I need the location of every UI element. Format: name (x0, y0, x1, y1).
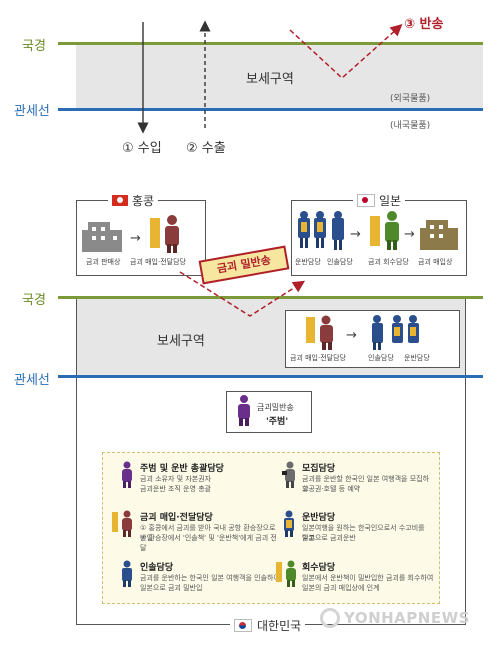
customs-label-mid: 관세선 (14, 373, 50, 388)
mastermind-person-icon (238, 395, 250, 426)
hongkong-buyer-label: 금괴 매입·전달담당 (130, 258, 186, 266)
arrow-icon: → (350, 227, 361, 242)
recruiter-person-icon (282, 461, 295, 488)
customs-line-mid (58, 375, 483, 378)
legend-desc-line: ① 홍콩에서 금괴를 받아 국내 공항 환승장으로 반입 (140, 524, 276, 542)
carrier-group-icon (298, 211, 326, 248)
japan-flag-icon (357, 193, 375, 207)
japan-carriers-label: 운반담당 (295, 258, 321, 266)
legend-title: 인솔담당 (140, 563, 174, 573)
import-label: ① 수입 (122, 141, 162, 156)
leader-person-icon (332, 211, 344, 250)
japan-tag: 일본 (353, 191, 406, 209)
zone-label-mid: 보세구역 (157, 334, 205, 349)
hongkong-seller-label: 금괴 판매상 (86, 258, 121, 266)
transit-carrier-label: 운반담당 (404, 354, 430, 362)
watermark: YONHAPNEWS (320, 608, 470, 628)
legend-title: 회수담당 (302, 563, 336, 573)
japan-name: 일본 (379, 193, 402, 208)
mastermind-person-icon (122, 461, 132, 488)
arrow-icon: → (346, 328, 357, 343)
customs-line-top (58, 108, 483, 111)
legend-desc-line: 일본에서 운반책이 밀반입한 금괴를 회수하여 (302, 574, 434, 582)
leader-person-icon (122, 560, 132, 587)
smuggling-route-arrow (179, 271, 306, 317)
korea-name: 대한민국 (257, 618, 302, 633)
japan-collector-label: 금괴 회수담당 (368, 258, 409, 266)
top-flow-arrows (137, 20, 403, 134)
domestic-goods-label: (내국물품) (390, 121, 431, 131)
transit-label: ③ 반송 (404, 17, 444, 32)
legend-desc-line: 항공권·호텔 등 예약 (302, 485, 361, 493)
legend-title: 모집담당 (302, 464, 336, 474)
legend-desc-line: 일본으로 금괴 밀반입 (140, 584, 203, 592)
legend-title: 금괴 매입·전달담당 (140, 513, 213, 523)
gold-bar-icon (306, 317, 315, 343)
transit-leader-label: 인솔담당 (368, 354, 394, 362)
bonded-zone-top (76, 43, 483, 110)
gold-bar-icon (150, 218, 160, 248)
foreign-goods-label: (외국물품) (390, 94, 431, 104)
legend-desc-line: 금괴운반 조직 운영 총괄 (140, 485, 212, 493)
japan-buyer-label: 금괴 매입상 (418, 258, 453, 266)
collector-person-icon (385, 211, 399, 250)
hongkong-name: 홍콩 (132, 193, 155, 208)
border-line-mid (58, 296, 483, 299)
legend-desc-line: ② 환승장에서 '인솔책' 및 '운반책'에게 금괴 전달 (140, 534, 277, 552)
leader-person-icon (372, 315, 383, 350)
border-label-mid: 국경 (22, 293, 46, 308)
courier-person-icon (165, 215, 179, 253)
legend-desc-line: 금괴 소유자 및 자본권자 (140, 475, 212, 483)
collector-person-icon (276, 560, 296, 587)
export-label: ② 수출 (186, 141, 226, 156)
transit-arrow (289, 24, 403, 80)
japan-leader-label: 인솔담당 (327, 258, 353, 266)
carrier-person-icon (284, 510, 294, 537)
watermark-text: YONHAPNEWS (344, 609, 470, 627)
legend-desc-line: 일본의 금괴 매입상에 인계 (302, 584, 380, 592)
korea-tag: 대한민국 (230, 616, 306, 634)
legend-desc-line: 금괴를 운반하는 한국인 일본 여행객을 인솔하여 (140, 574, 280, 582)
arrow-icon: → (404, 227, 415, 242)
legend-title: 주범 및 운반 총괄담당 (140, 464, 224, 474)
courier-person-icon (112, 510, 132, 537)
hongkong-tag: 홍콩 (108, 191, 159, 209)
mastermind-line2: '주범' (266, 417, 289, 427)
border-label-top: 국경 (22, 39, 46, 54)
transit-zone-icons: → (306, 315, 419, 350)
gold-bar-icon (370, 216, 380, 246)
hongkong-flag-icon (112, 194, 128, 206)
korea-flag-icon (234, 618, 252, 632)
transit-buyer-label: 금괴 매입·전달담당 (290, 354, 346, 362)
courier-person-icon (320, 315, 333, 350)
legend-title: 운반담당 (302, 513, 336, 523)
hongkong-icons: → (82, 215, 179, 253)
arrow-icon: → (130, 231, 141, 246)
yonhap-logo-icon (320, 608, 340, 628)
legend-desc-line: 일본여행을 원하는 한국인으로서 수고비를 받고 (302, 524, 425, 542)
role-legend (102, 452, 440, 604)
zone-label-top: 보세구역 (246, 72, 294, 87)
legend-desc-line: 일본으로 금괴운반 (302, 534, 356, 542)
legend-desc-line: 금괴를 운반할 한국인 일본 여행객을 모집하고 (302, 475, 430, 493)
border-line-top (58, 42, 483, 45)
japan-icons: → → (298, 211, 458, 250)
mastermind-line1: 금괴밀반송 (257, 403, 294, 412)
carrier-group-icon (392, 315, 419, 343)
customs-label-top: 관세선 (14, 104, 50, 119)
